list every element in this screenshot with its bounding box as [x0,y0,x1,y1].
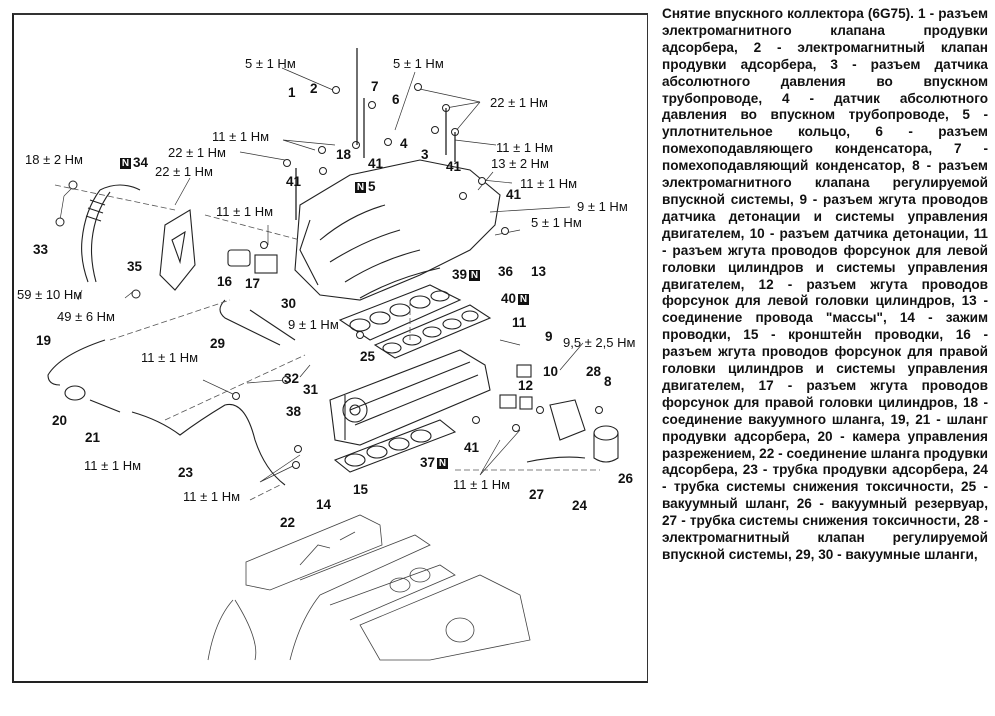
torque-label: 9 ± 1 Нм [577,199,628,214]
part-number: 15 [353,482,369,497]
part-number: 2 [310,81,318,96]
part-number: 33 [33,242,49,257]
connector-10 [519,396,533,410]
part-number: 26 [618,471,634,486]
tube-27 [526,456,586,463]
part-number: 41 [464,440,480,455]
diagram-frame [12,13,648,683]
part-number: 3 [421,147,429,162]
torque-label: 11 ± 1 Нм [453,477,511,492]
part-number: 13 [531,264,547,279]
bracket-35 [159,209,196,291]
new-part-marker: N [120,158,131,169]
hose-19 [47,339,106,386]
part-number: 24 [572,498,588,513]
lower-intake-manifold [329,349,491,446]
engine-block-outline [207,514,531,661]
gasket-37 [333,419,457,473]
part-number: 41 [506,187,522,202]
vacuum-reservoir-26 [593,425,619,441]
new-part-marker: N [355,182,366,193]
part-number: 4 [400,136,408,151]
caption-title: Снятие впускного коллектора (6G75). [662,6,914,21]
torque-label: 49 ± 6 Нм [57,309,115,324]
torque-label: 22 ± 1 Нм [168,145,226,160]
part-number: 29 [210,336,226,351]
torque-label: 22 ± 1 Нм [155,164,213,179]
torque-label: 11 ± 1 Нм [520,176,578,191]
hose-21 [89,399,121,413]
part-number: 9 [545,329,553,344]
part-number: 30 [281,296,297,311]
torque-label: 22 ± 1 Нм [490,95,548,110]
part-number: 27 [529,487,545,502]
part-number: 23 [178,465,194,480]
part-number: 38 [286,404,302,419]
diagram-drawing [47,48,619,661]
part-number: 20 [52,413,68,428]
torque-label: 59 ± 10 Нм [17,287,83,302]
part-number: 1 [288,85,296,100]
gasket-40 [373,304,492,359]
intake-manifold-exploded-diagram: 5 ± 1 Нм 5 ± 1 Нм 22 ± 1 Нм 11 ± 1 Нм 22… [17,48,636,661]
part-number: 22 [280,515,296,530]
part-number: 12 [518,378,534,393]
new-part-marker: N [437,458,449,469]
torque-label: 11 ± 1 Нм [183,489,241,504]
hose-30 [249,309,296,341]
tube-23 [131,403,286,486]
part-number: 41 [368,156,384,171]
part-number: 25 [360,349,376,364]
torque-label: 9 ± 1 Нм [288,317,339,332]
torque-label: 11 ± 1 Нм [496,140,554,155]
part-number: 17 [245,276,261,291]
part-number: 19 [36,333,52,348]
connector-9 [516,364,532,378]
torque-label: 5 ± 1 Нм [531,215,582,230]
torque-label: 11 ± 1 Нм [84,458,142,473]
torque-label: 5 ± 1 Нм [393,56,444,71]
part-number: 10 [543,364,559,379]
part-number: 16 [217,274,233,289]
caption-body: 1 - разъем электромагнитного клапана про… [662,6,988,562]
torque-label: 9,5 ± 2,5 Нм [563,335,636,350]
part-number: 41 [446,159,462,174]
upper-intake-plenum [294,159,501,301]
torque-label: 5 ± 1 Нм [245,56,296,71]
part-number: 6 [392,92,400,107]
torque-label: 13 ± 2 Нм [491,156,549,171]
part-number: 28 [586,364,602,379]
connector-16 [227,249,251,267]
part-number: 41 [286,174,302,189]
part-number: 35 [127,259,143,274]
new-part-marker: N [469,270,481,281]
part-number: 8 [604,374,612,389]
figure-caption: Снятие впускного коллектора (6G75). 1 - … [662,6,988,564]
pipe-33 [81,189,111,283]
torque-label: 18 ± 2 Нм [25,152,83,167]
connector-17 [254,254,278,274]
torque-label: 11 ± 1 Нм [216,204,274,219]
part-number: 14 [316,497,332,512]
solenoid-valve-28 [549,399,586,441]
part-number: 36 [498,264,514,279]
hose-29 [219,299,281,346]
part-number: 21 [85,430,101,445]
part-number: 7 [371,79,379,94]
part-number: 32 [284,371,300,386]
part-number: 31 [303,382,319,397]
new-part-marker: N [518,294,530,305]
part-number: 11 [512,315,527,330]
part-number: 18 [336,147,352,162]
torque-label: 11 ± 1 Нм [212,129,270,144]
chamber-20 [64,385,86,401]
torque-label: 11 ± 1 Нм [141,350,199,365]
connector-12 [499,394,517,409]
